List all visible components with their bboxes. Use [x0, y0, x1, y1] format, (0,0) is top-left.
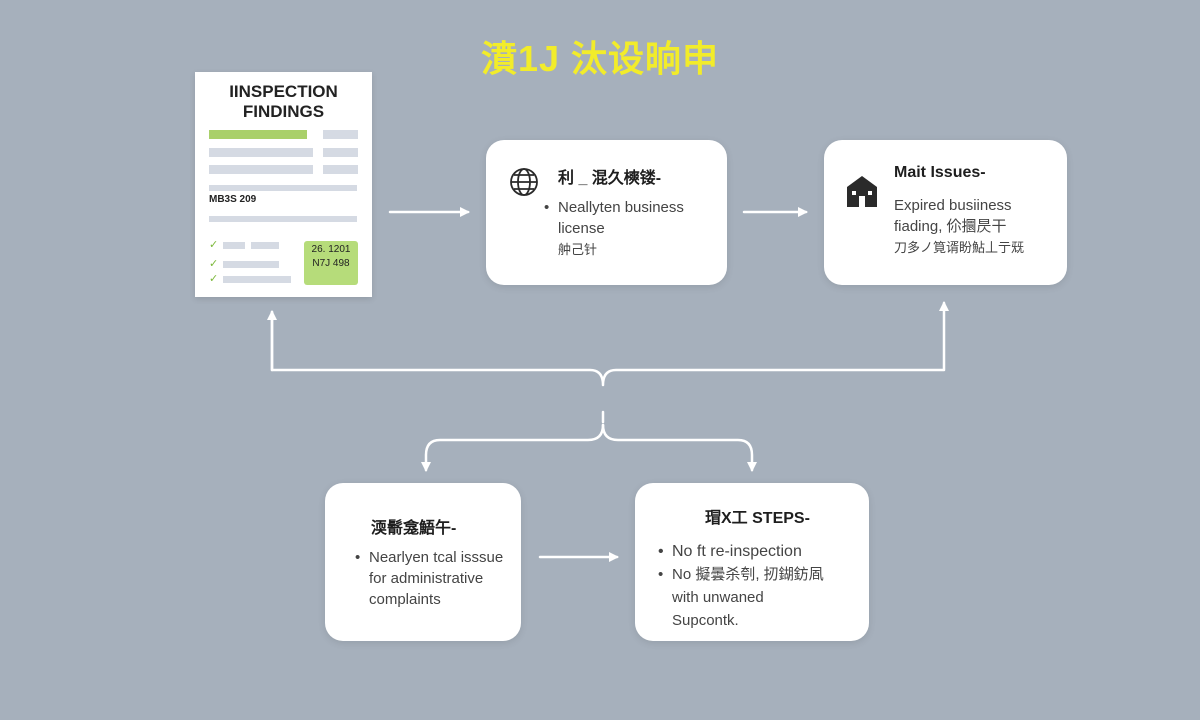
branch-lower-right: [601, 423, 757, 472]
document-bar: [209, 148, 313, 157]
document-result-box: 26. 1201 N7J 498: [304, 241, 358, 285]
document-box-line1: 26. 1201: [311, 244, 351, 255]
license-line: license: [558, 220, 605, 237]
complaints-text: •Nearlyen tcal isssue for administrative…: [355, 547, 504, 610]
document-box-line2: N7J 498: [312, 258, 350, 269]
main-issues-line: fiading, 伱攌昃干: [894, 218, 1007, 235]
document-bar: [323, 165, 358, 174]
next-steps-card: 瑁X工 STEPS- •No ft re-inspection •No 擬曇杀刳…: [635, 483, 869, 641]
document-bar: [209, 165, 313, 174]
bullet: •: [544, 199, 550, 216]
document-bar-highlight: [209, 130, 307, 139]
document-title: IINSPECTION FINDINGS: [195, 82, 372, 122]
check-icon: ✓: [209, 258, 219, 270]
list-item: •No ft re-inspection: [658, 540, 824, 563]
next-steps-text: •No ft re-inspection •No 擬曇杀刳, 扨鍸鈁凮 with…: [658, 540, 824, 632]
building-icon: [847, 176, 877, 207]
complaints-line: complaints: [369, 591, 441, 608]
document-bar: [251, 242, 279, 249]
next-steps-line: Supcontk.: [672, 612, 739, 629]
branch-upper: [270, 301, 949, 387]
bullet: •: [658, 566, 664, 583]
list-item: •Nearlyen tcal isssue: [355, 549, 504, 566]
check-icon: ✓: [209, 239, 219, 251]
document-title-line1: IINSPECTION: [229, 82, 338, 101]
main-issues-text: Expired busiiness fiading, 伱攌昃干 刀多ノ筧谞盼鮎丄…: [894, 195, 1024, 258]
next-steps-line: with unwaned: [672, 589, 764, 606]
document-bar: [223, 242, 245, 249]
document-bar: [223, 276, 291, 283]
main-issues-line: Expired busiiness: [894, 197, 1012, 214]
license-card-text: •Neallyten business license 舯己针: [544, 197, 684, 260]
bullet: •: [355, 549, 361, 566]
complaints-card: 渜鬋龛鯃午- •Nearlyen tcal isssue for adminis…: [325, 483, 521, 641]
main-issues-card: Mait Issues- Expired busiiness fiading, …: [824, 140, 1067, 285]
next-steps-heading: 瑁X工 STEPS-: [705, 510, 810, 527]
license-card-heading: 利 _ 混久樉镂-: [558, 170, 662, 187]
document-bar: [323, 148, 358, 157]
document-bar: [209, 185, 357, 191]
inspection-findings-document: IINSPECTION FINDINGS MB3S 209 ✓ ✓ ✓: [195, 72, 372, 297]
license-card: 利 _ 混久樉镂- •Neallyten business license 舯己…: [486, 140, 727, 285]
document-bar: [209, 216, 357, 222]
document-bar: [223, 261, 279, 268]
main-issues-heading: Mait Issues-: [894, 164, 986, 181]
list-item: •No 擬曇杀刳, 扨鍸鈁凮: [658, 563, 824, 586]
list-item: •Neallyten business: [544, 199, 684, 216]
branch-lower-left: [421, 423, 605, 472]
check-icon: ✓: [209, 273, 219, 285]
document-bar: [323, 130, 358, 139]
complaints-line: for administrative: [369, 570, 484, 587]
document-code: MB3S 209: [209, 194, 257, 205]
main-issues-line: 刀多ノ筧谞盼鮎丄亍兓: [894, 240, 1025, 255]
document-title-line2: FINDINGS: [242, 102, 325, 121]
bullet: •: [658, 543, 664, 560]
diagram-title: 濆1J 汰设晌申: [480, 38, 720, 79]
complaints-heading: 渜鬋龛鯃午-: [371, 520, 457, 537]
license-note: 舯己针: [558, 242, 598, 257]
globe-icon: [510, 168, 538, 196]
